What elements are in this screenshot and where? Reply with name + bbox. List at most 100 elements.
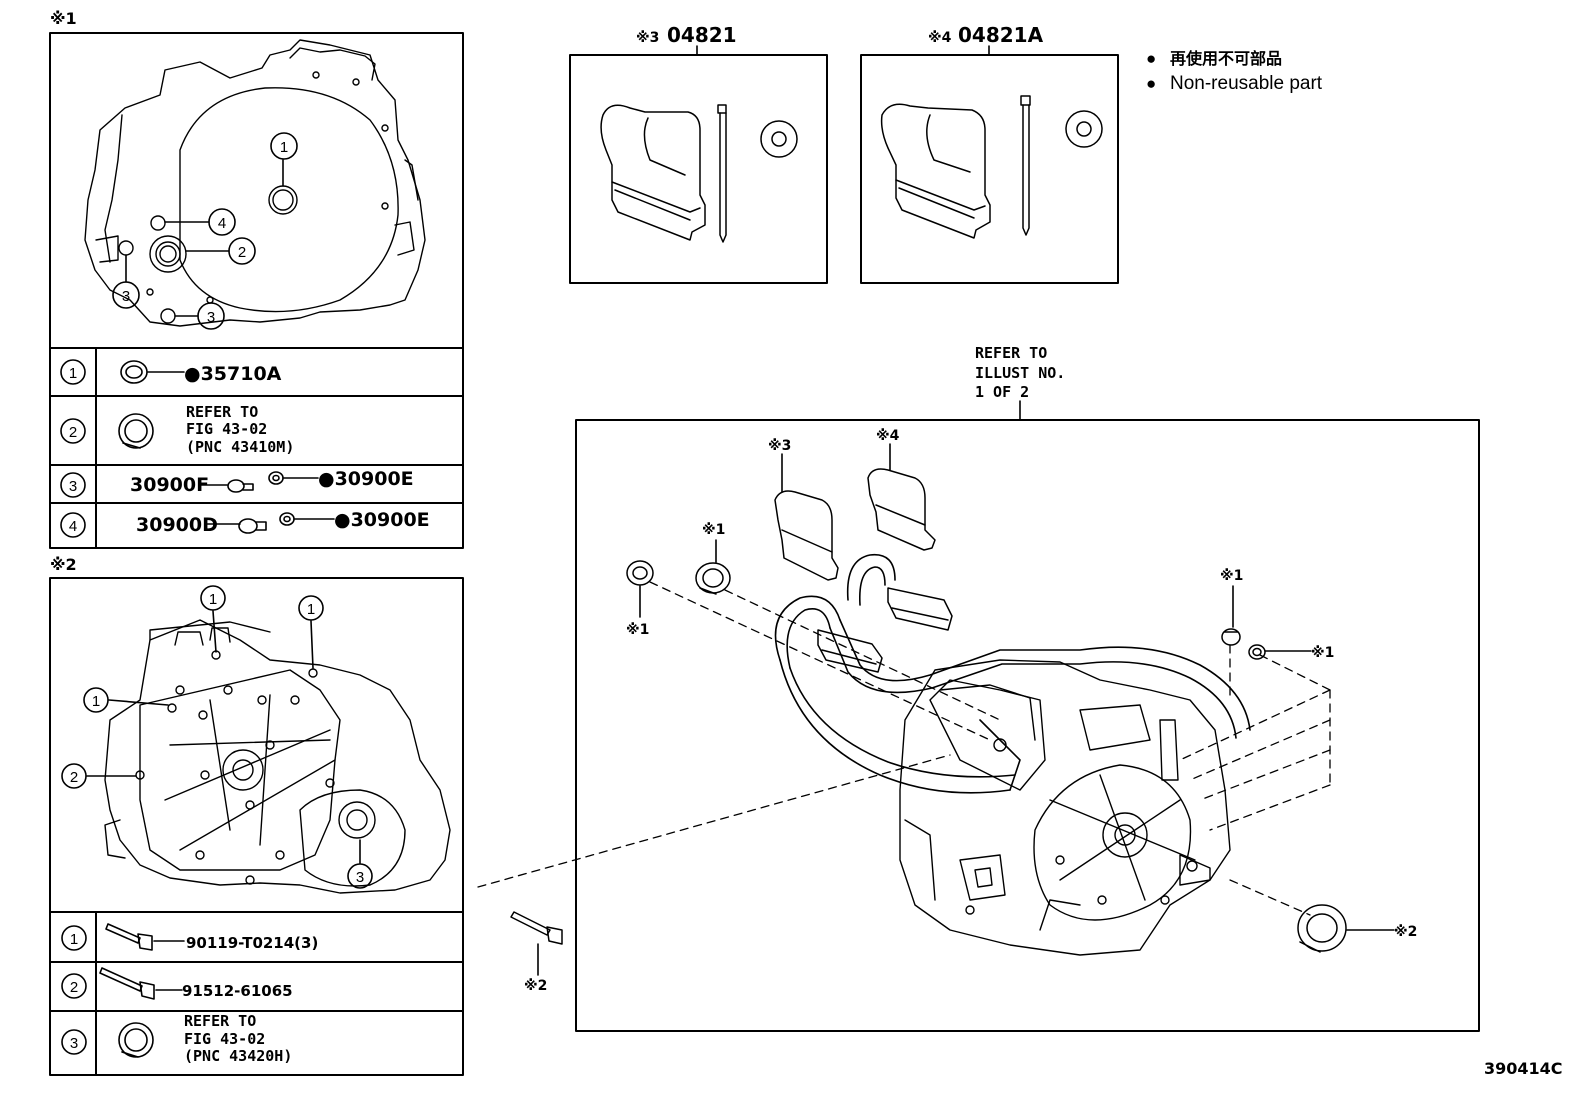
panel-ref1-row-2: 2 REFER TO FIG 43-02 (PNC 43410M) — [60, 403, 294, 456]
ref1-label: ※1 — [626, 622, 649, 638]
dashed-leaders — [477, 581, 1331, 916]
part-number: 91512-61065 — [182, 982, 293, 1000]
row-number: 3 — [70, 1035, 78, 1052]
illustration-code: 390414C — [1484, 1059, 1563, 1078]
callout-circle — [270, 132, 298, 160]
air-duct-icon — [867, 468, 936, 551]
callout-circle — [347, 863, 373, 889]
kit-ref3-frame — [569, 54, 828, 284]
part-number: 90119-T0214(3) — [186, 934, 318, 952]
panel-ref1-frame — [49, 32, 464, 549]
part-number: ●30900E — [334, 509, 430, 531]
kit-ref3: ※3 04821 — [569, 23, 828, 284]
harness-drawing — [774, 553, 1251, 794]
connector-icon — [887, 587, 953, 631]
kit-part-number: 04821A — [958, 23, 1044, 47]
washer-icon — [760, 120, 798, 158]
panel-ref2-row-2: 2 91512-61065 — [61, 967, 293, 1000]
callout-1: 1 — [209, 591, 217, 608]
gasket-icon — [1248, 644, 1266, 660]
callout-circle — [83, 687, 109, 713]
legend-bullet: ● — [1146, 49, 1156, 68]
panel-ref1-title: ※1 — [50, 9, 77, 28]
leader-line — [212, 610, 217, 653]
panel-ref2-frame — [49, 577, 464, 1076]
kit-ref4-frame — [860, 54, 1119, 284]
legend: ● 再使用不可部品 ● Non-reusable part — [1146, 49, 1323, 94]
refer-text: (PNC 43420H) — [184, 1047, 292, 1065]
leader-line — [310, 620, 314, 669]
callout-4: 4 — [218, 215, 226, 232]
cable-tie-icon — [1020, 95, 1031, 236]
transaxle-drawing — [899, 659, 1231, 956]
main-refer-text: ILLUST NO. — [975, 364, 1065, 382]
kit-ref4: ※4 04821A — [860, 23, 1119, 284]
bolt-icon — [99, 967, 155, 1000]
panel-ref1-row-1: 1 ●35710A — [60, 359, 282, 385]
kit-symbol: ※3 — [636, 30, 659, 46]
row-number: 2 — [70, 979, 78, 996]
oil-seal-icon — [118, 413, 154, 449]
callout-circle — [197, 302, 225, 330]
callout-circle — [200, 585, 226, 611]
panel-ref2: ※2 — [49, 555, 464, 1076]
row-number: 3 — [69, 478, 77, 495]
bolt-icon — [105, 923, 153, 951]
part-number: 30900F — [130, 474, 209, 496]
callout-circle — [298, 595, 324, 621]
washer-icon — [1065, 110, 1103, 148]
row-number: 2 — [69, 424, 77, 441]
connector-icon — [817, 629, 883, 673]
callout-circle — [228, 237, 256, 265]
ref3-label: ※3 — [768, 438, 791, 454]
panel-ref2-row-1: 1 90119-T0214(3) — [61, 923, 318, 952]
callout-1: 1 — [307, 601, 315, 618]
legend-bullet: ● — [1146, 74, 1156, 93]
drain-plug-icon — [227, 479, 254, 493]
cable-tie-icon — [717, 104, 727, 243]
kit-part-number: 04821 — [667, 23, 737, 47]
refer-text: FIG 43-02 — [184, 1030, 265, 1048]
ref2-label: ※2 — [524, 978, 547, 994]
air-duct-icon — [600, 104, 706, 241]
main-assembly: REFER TO ILLUST NO. 1 OF 2 — [477, 344, 1480, 1032]
callout-circle — [61, 763, 87, 789]
panel-ref1: ※1 — [49, 9, 464, 549]
row-number: 1 — [69, 365, 77, 382]
row-number: 4 — [69, 518, 77, 535]
callout-2: 2 — [70, 769, 78, 786]
callout-circle — [112, 281, 140, 309]
panel-ref2-title: ※2 — [50, 555, 77, 574]
callout-circle — [208, 208, 236, 236]
ref1-label: ※1 — [1311, 645, 1334, 661]
drain-plug-icon — [1221, 628, 1241, 646]
legend-text-en: Non-reusable part — [1170, 73, 1323, 94]
kit-symbol: ※4 — [928, 30, 952, 46]
gasket-icon — [279, 512, 295, 526]
main-assembly-frame — [575, 419, 1480, 1032]
main-refer-text: REFER TO — [975, 344, 1047, 362]
panel-ref1-row-3: 3 30900F ●30900E — [60, 468, 414, 498]
callout-3: 3 — [207, 309, 215, 326]
panel-ref1-row-4: 4 30900D ●30900E — [60, 509, 430, 538]
oil-seal-icon — [118, 1022, 154, 1058]
ref1-label: ※1 — [702, 522, 725, 538]
callout-2: 2 — [238, 244, 246, 261]
main-refer-text: 1 OF 2 — [975, 383, 1029, 401]
part-number: ●30900E — [318, 468, 414, 490]
refer-text: REFER TO — [186, 403, 258, 421]
part-number: ●35710A — [184, 363, 282, 385]
gasket-icon — [268, 471, 284, 485]
seal-ring-icon — [626, 560, 654, 586]
callout-3: 3 — [356, 869, 364, 886]
drain-plug-icon — [238, 518, 267, 534]
legend-text-jp: 再使用不可部品 — [1170, 49, 1282, 68]
part-number: 30900D — [136, 514, 218, 536]
oil-seal-icon — [695, 562, 731, 595]
ref4-label: ※4 — [876, 428, 900, 444]
leader-line — [108, 699, 169, 706]
refer-text: (PNC 43410M) — [186, 438, 294, 456]
air-duct-icon — [880, 103, 991, 239]
air-duct-icon — [774, 490, 839, 581]
